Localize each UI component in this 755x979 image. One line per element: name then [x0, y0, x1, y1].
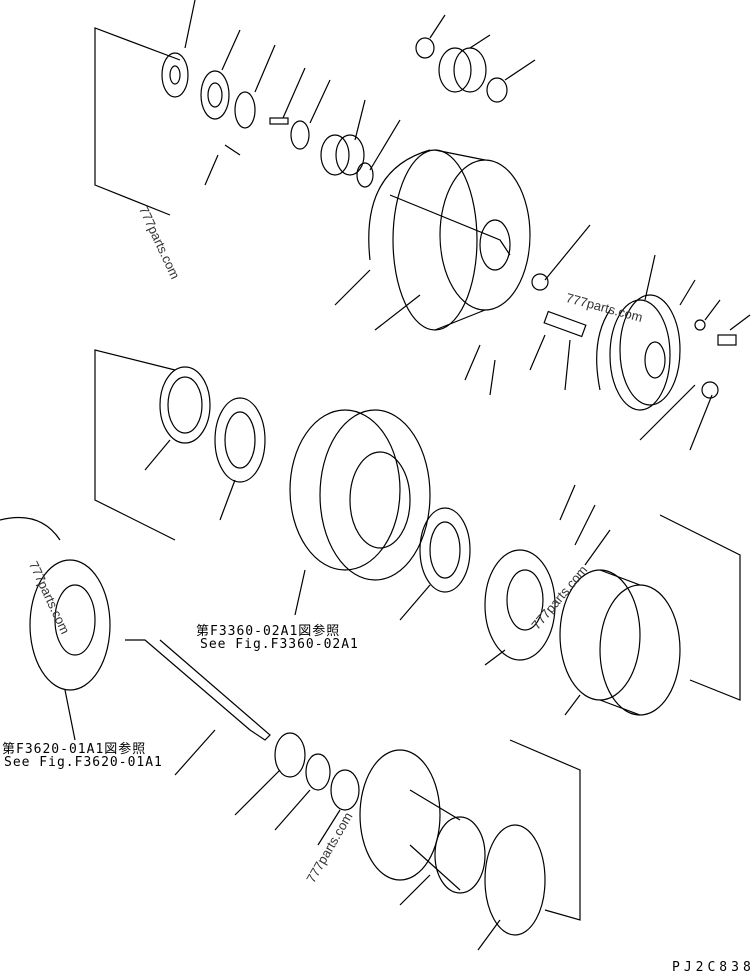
- reference-label-en: See Fig.F3360-02A1: [200, 637, 359, 652]
- reference-label-en: See Fig.F3620-01A1: [4, 755, 163, 770]
- carrier-housing: [368, 149, 737, 411]
- middle-parts: [159, 366, 681, 716]
- reference-label-jp: 第F3620-01A1図参照: [2, 742, 147, 757]
- bracket-lines: [94, 27, 741, 921]
- top-parts: [161, 37, 508, 188]
- drawing-code: PJ2C838A: [672, 960, 755, 975]
- leader-lines: [64, 0, 751, 951]
- axle-and-lower-parts: [0, 516, 546, 936]
- reference-label-jp: 第F3360-02A1図参照: [196, 624, 341, 639]
